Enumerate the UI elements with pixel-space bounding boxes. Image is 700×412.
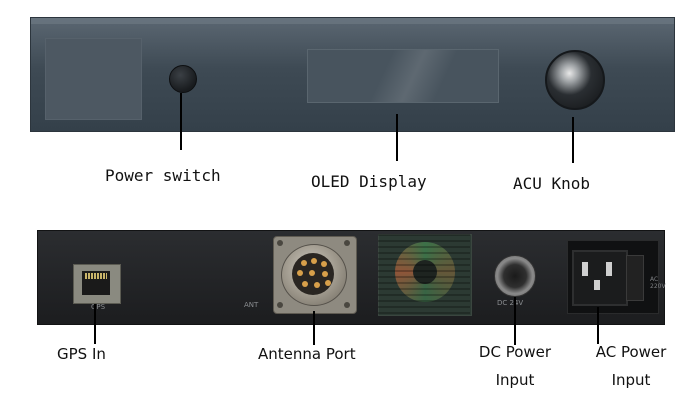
power-switch-leader-line [180, 93, 182, 150]
dc-power-jack [494, 255, 536, 297]
flange-screw [344, 302, 350, 308]
acu-knob-label: ACU Knob [513, 174, 591, 193]
ac-socket-pin [582, 262, 588, 276]
dc-power-leader-line [514, 297, 516, 345]
antenna-pin [301, 260, 307, 266]
ac-power-label-line1: AC Power [595, 343, 667, 361]
ac-fuse-holder [626, 255, 644, 301]
oled-glare [308, 50, 498, 102]
gps-leader-line [94, 304, 96, 344]
dc-power-label-line1: DC Power [478, 343, 552, 361]
power-switch-button [169, 65, 197, 93]
dc-power-input-label: DC Power Input [470, 338, 560, 394]
antenna-pin [322, 271, 328, 277]
flange-screw [277, 302, 283, 308]
power-switch-label: Power switch [105, 166, 221, 185]
ac-socket-pin [594, 280, 600, 290]
cooling-fan-grill [378, 234, 470, 314]
cooling-fan-hub [413, 260, 437, 284]
gps-rj45-port [73, 264, 121, 304]
antenna-leader-line [313, 311, 315, 345]
ac-power-input-label: AC Power Input [586, 338, 676, 394]
oled-display-leader-line [396, 114, 398, 161]
ac-port-marking: AC 220V [650, 276, 666, 290]
dc-power-label-line2: Input [495, 371, 535, 389]
acu-knob [545, 50, 605, 110]
antenna-pin [321, 261, 327, 267]
ac-socket-pin [606, 262, 612, 276]
oled-display-label: OLED Display [311, 172, 427, 191]
ac-power-leader-line [597, 307, 599, 344]
oled-display-screen [307, 49, 499, 103]
antenna-pin [314, 282, 320, 288]
antenna-pin [325, 280, 331, 286]
gps-port-marking: GPS [90, 303, 106, 311]
antenna-pin [311, 258, 317, 264]
gps-in-label: GPS In [57, 345, 106, 363]
front-panel-inset [45, 38, 142, 120]
dc-port-marking: DC 24V [497, 299, 524, 307]
acu-knob-leader-line [572, 117, 574, 163]
ac-iec-socket [572, 250, 628, 306]
front-panel-top-edge [31, 18, 674, 24]
antenna-pin [302, 281, 308, 287]
flange-screw [344, 240, 350, 246]
antenna-port-label: Antenna Port [258, 345, 356, 363]
antenna-pin [309, 270, 315, 276]
flange-screw [277, 240, 283, 246]
rj45-contacts [85, 273, 107, 279]
ac-power-label-line2: Input [611, 371, 651, 389]
antenna-port-marking: ANT [244, 301, 259, 309]
antenna-pin [297, 270, 303, 276]
